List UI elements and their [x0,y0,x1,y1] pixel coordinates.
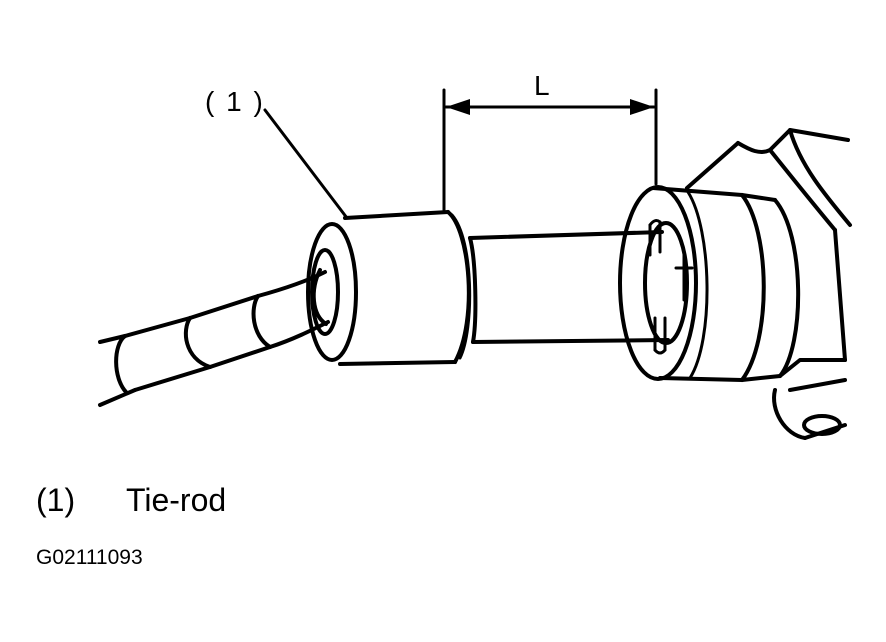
dimension-label: L [534,70,550,101]
gear-housing [618,128,852,440]
tie-rod-sleeve [306,210,472,366]
arrow-head-left [446,99,470,115]
callout-label: ( 1 ) [205,86,265,117]
inner-shaft [468,230,670,344]
rod-end-left [98,268,330,407]
dimension-l [442,88,658,212]
legend-item-text: Tie-rod [126,482,227,518]
arrow-head-right [630,99,654,115]
callout-leader [263,108,349,220]
legend-item-number: (1) [36,482,76,518]
figure-code: G02111093 [36,546,143,569]
flange-slots [648,219,694,355]
